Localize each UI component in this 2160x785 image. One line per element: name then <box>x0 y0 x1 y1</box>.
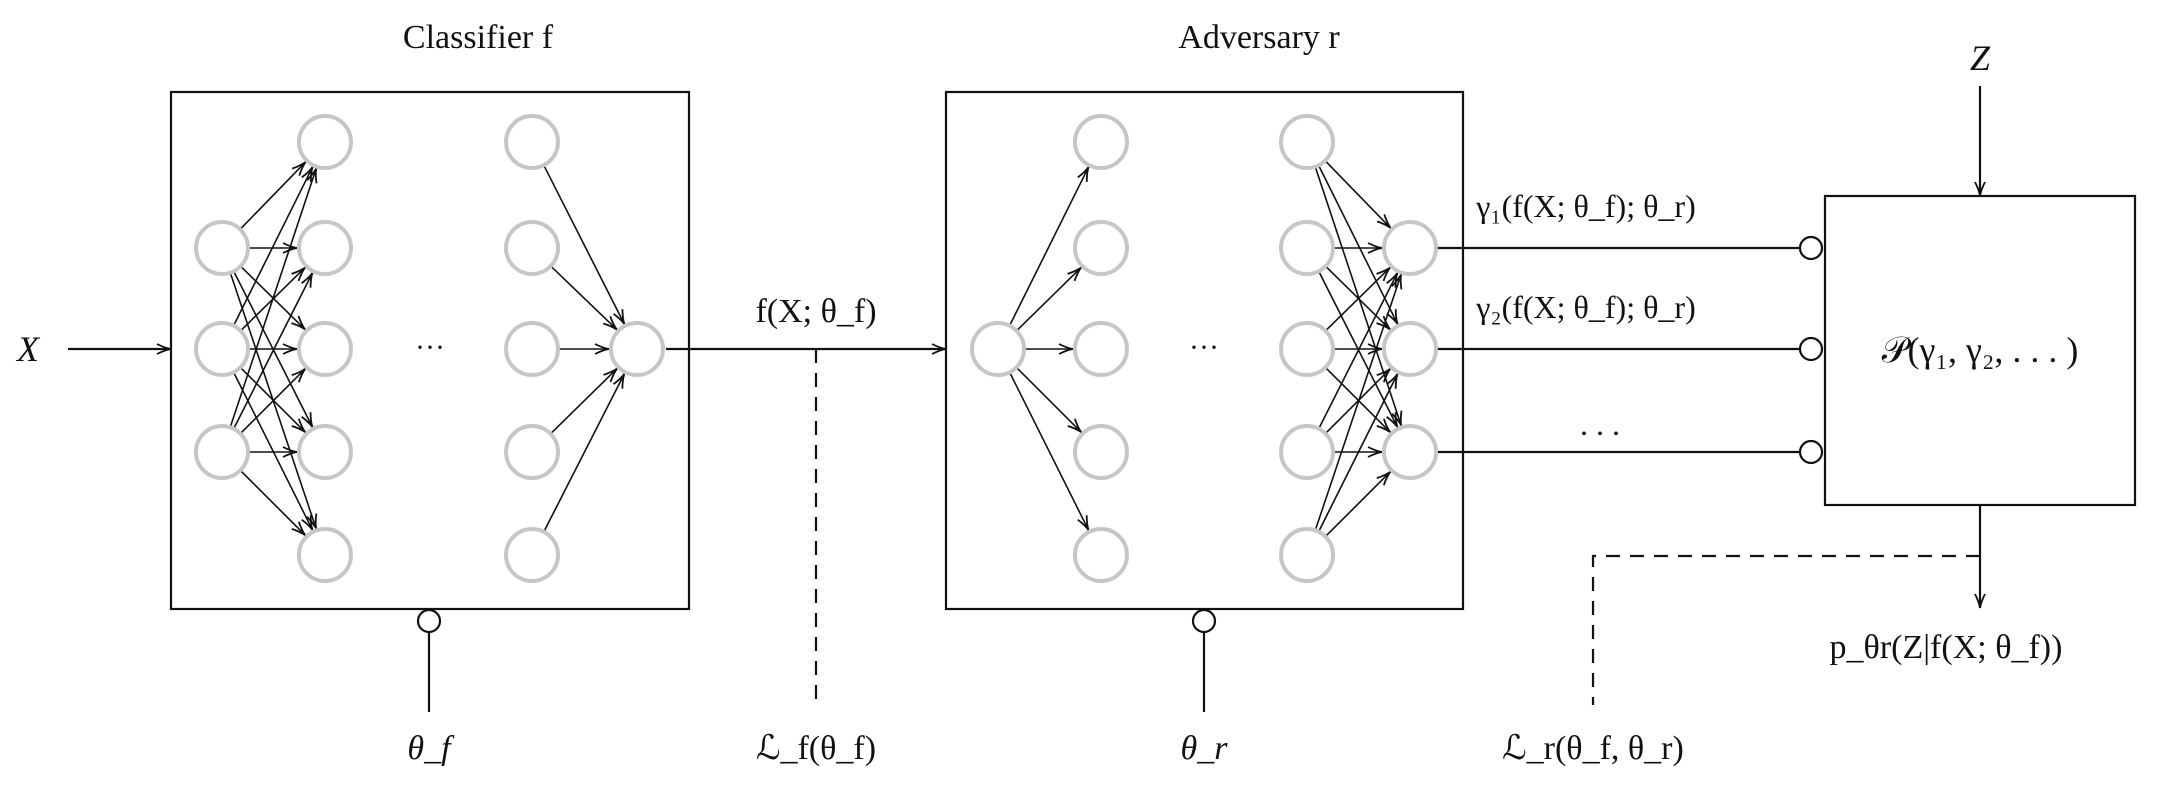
adversary-edge <box>1008 166 1090 327</box>
theta-f-port <box>416 608 442 634</box>
classifier-edge <box>550 265 618 331</box>
classifier-hidden-node <box>297 321 353 377</box>
classifier-edge <box>543 373 626 533</box>
loss-r-label: ℒ_r(θ_f, θ_r) <box>1502 730 1684 767</box>
adversary-hidden-node <box>1279 424 1335 480</box>
theta-r-label: θ_r <box>1181 730 1229 767</box>
loss-f-label: ℒ_f(θ_f) <box>756 730 876 767</box>
classifier-hidden-node <box>297 220 353 276</box>
theta-r-port <box>1191 608 1217 634</box>
adversary-hidden-node <box>1279 321 1335 377</box>
classifier-edge <box>543 164 626 325</box>
gamma-dots-label: . . . <box>1580 406 1620 442</box>
adversary-edge <box>1015 366 1082 433</box>
adversary-hidden-node <box>1279 527 1335 583</box>
classifier-edge <box>239 161 307 230</box>
adversary-output-node <box>1382 220 1438 276</box>
classifier-edge <box>232 371 314 531</box>
classifier-output-label: f(X; θ_f) <box>755 293 876 330</box>
classifier-hidden-node <box>504 527 560 583</box>
adversary-edge <box>1318 272 1399 430</box>
adversary-edge <box>1324 366 1391 433</box>
adversary-edge <box>1317 373 1399 533</box>
adversary-edge <box>1324 160 1392 229</box>
classifier-hidden-node <box>297 527 353 583</box>
classifier-hidden-node <box>504 424 560 480</box>
adversary-hidden-node <box>1073 114 1129 170</box>
classifier-edge <box>229 168 318 428</box>
gamma-2-label: γ₂(f(X; θ_f); θ_r) <box>1475 289 1695 325</box>
adversary-edge <box>1325 266 1391 332</box>
classifier-hidden-node <box>504 114 560 170</box>
classifier-edge <box>232 166 314 327</box>
adversary-title: Adversary r <box>1178 19 1340 56</box>
adversary-hidden-node <box>1279 220 1335 276</box>
adversary-edge <box>1325 265 1391 331</box>
adversary-hidden-node <box>1073 321 1129 377</box>
mixture-label: 𝒫(γ₁, γ₂, . . . ) <box>1882 330 2079 370</box>
gamma-1-label: γ₁(f(X; θ_f); θ_r) <box>1475 188 1695 224</box>
classifier-edge <box>239 366 306 433</box>
network-nodes <box>194 114 1438 583</box>
gamma-1-port <box>1798 235 1824 261</box>
classifier-edge <box>550 367 618 435</box>
classifier-hidden-node <box>297 114 353 170</box>
adversary-hidden-node <box>1073 424 1129 480</box>
classifier-hidden-node <box>297 424 353 480</box>
adversary-hidden-node <box>1279 114 1335 170</box>
classifier-edge <box>239 469 306 536</box>
classifier-hidden-node <box>504 220 560 276</box>
adversary-hidden-node <box>1073 220 1129 276</box>
adversary-edge <box>1314 274 1403 531</box>
gamma-dots-port <box>1798 439 1824 465</box>
classifier-output-node <box>609 321 665 377</box>
input-z-label: Z <box>1970 38 1991 78</box>
classifier-hidden-node <box>504 321 560 377</box>
adversary-ellipsis: ··· <box>1189 331 1219 364</box>
theta-f-label: θ_f <box>407 730 455 767</box>
classifier-input-node <box>194 220 250 276</box>
classifier-input-node <box>194 321 250 377</box>
adversary-hidden-node <box>1073 527 1129 583</box>
classifier-title: Classifier f <box>403 19 554 56</box>
adversary-edge <box>1016 266 1082 332</box>
adversary-output-node <box>1382 424 1438 480</box>
classifier-ellipsis: ··· <box>415 331 445 364</box>
adversary-input-node <box>970 321 1026 377</box>
posterior-label: p_θr(Z|f(X; θ_f)) <box>1830 629 2063 666</box>
network-edges <box>229 160 1403 538</box>
input-x-label: X <box>15 329 41 369</box>
classifier-edge <box>233 272 314 430</box>
adversary-edge <box>1324 471 1391 538</box>
adversary-output-node <box>1382 321 1438 377</box>
loss-r-dashed-line <box>1591 554 1980 705</box>
adversary-edge <box>1008 371 1090 531</box>
classifier-input-node <box>194 424 250 480</box>
classifier-edge <box>239 368 306 435</box>
gamma-2-port <box>1798 336 1824 362</box>
